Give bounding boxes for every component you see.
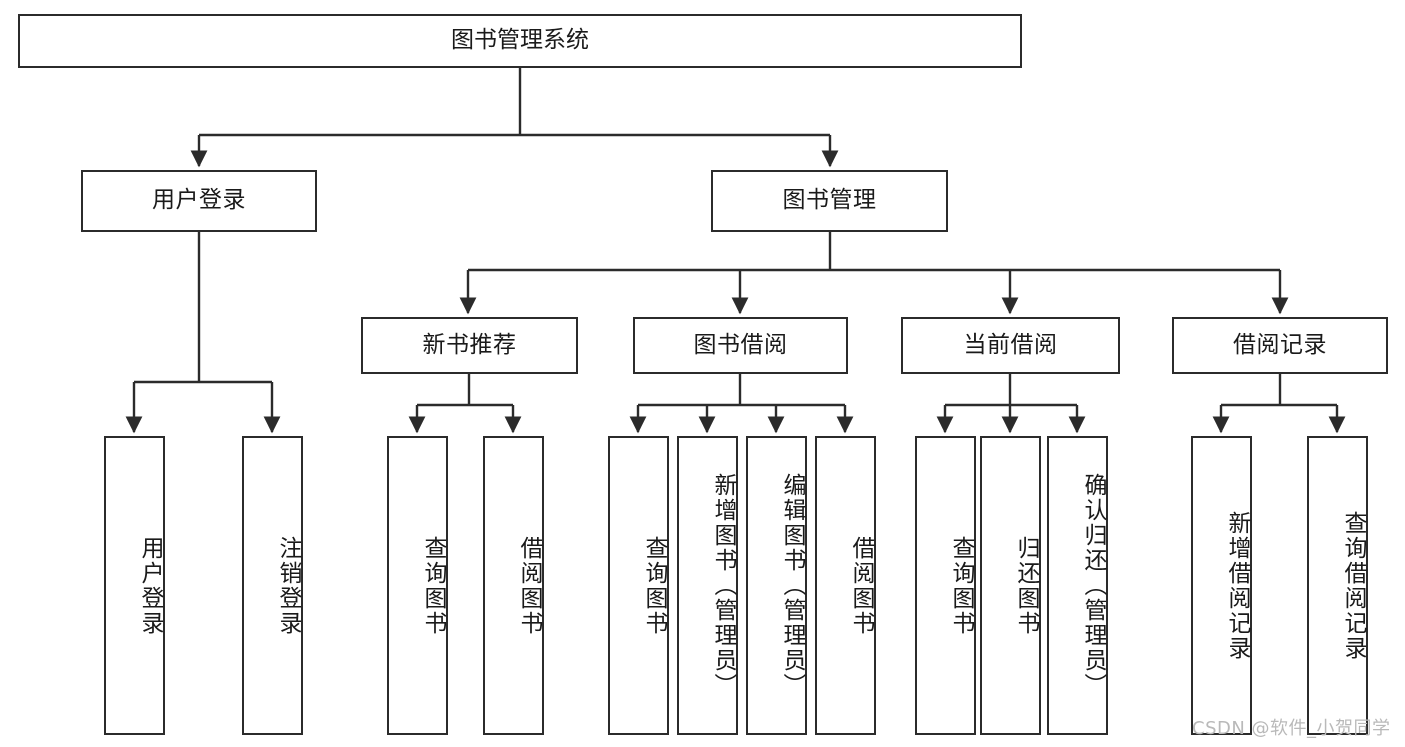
leaf-bb-query-book-label: 查询图书 xyxy=(641,535,667,636)
node-user-login[interactable]: 用户登录 xyxy=(81,170,317,232)
leaf-cb-query-book[interactable]: 查询图书 xyxy=(915,436,976,735)
leaf-cb-confirm-return[interactable]: 确认归还（管理员） xyxy=(1047,436,1108,735)
node-borrow-record-label: 借阅记录 xyxy=(1233,331,1327,358)
node-book-management-label: 图书管理 xyxy=(782,187,877,214)
leaf-bb-add-book-label: 新增图书（管理员） xyxy=(710,473,736,698)
node-user-login-label: 用户登录 xyxy=(152,187,246,214)
leaf-cb-confirm-return-label: 确认归还（管理员） xyxy=(1080,473,1106,698)
leaf-bb-borrow-book-label: 借阅图书 xyxy=(848,535,874,636)
leaf-nb-query-book[interactable]: 查询图书 xyxy=(387,436,448,735)
leaf-bb-edit-book[interactable]: 编辑图书（管理员） xyxy=(746,436,807,735)
node-borrow-record[interactable]: 借阅记录 xyxy=(1172,317,1388,374)
leaf-logout[interactable]: 注销登录 xyxy=(242,436,303,735)
leaf-br-query-record-label: 查询借阅记录 xyxy=(1340,510,1366,661)
node-book-borrow[interactable]: 图书借阅 xyxy=(633,317,848,374)
leaf-user-login[interactable]: 用户登录 xyxy=(104,436,165,735)
leaf-br-add-record[interactable]: 新增借阅记录 xyxy=(1191,436,1252,735)
node-new-book-recommend[interactable]: 新书推荐 xyxy=(361,317,578,374)
node-book-borrow-label: 图书借阅 xyxy=(693,331,788,358)
leaf-br-add-record-label: 新增借阅记录 xyxy=(1224,510,1250,661)
leaf-nb-query-book-label: 查询图书 xyxy=(420,535,446,636)
node-current-borrow-label: 当前借阅 xyxy=(963,331,1058,358)
csdn-watermark: CSDN @软件_小贺同学 xyxy=(1192,718,1391,739)
leaf-bb-add-book[interactable]: 新增图书（管理员） xyxy=(677,436,738,735)
leaf-nb-borrow-book[interactable]: 借阅图书 xyxy=(483,436,544,735)
node-current-borrow[interactable]: 当前借阅 xyxy=(901,317,1120,374)
leaf-bb-edit-book-label: 编辑图书（管理员） xyxy=(779,473,805,698)
node-book-management[interactable]: 图书管理 xyxy=(711,170,948,232)
leaf-nb-borrow-book-label: 借阅图书 xyxy=(516,535,542,636)
leaf-user-login-label: 用户登录 xyxy=(137,535,163,636)
node-new-book-recommend-label: 新书推荐 xyxy=(422,331,517,358)
leaf-cb-return-book-label: 归还图书 xyxy=(1013,535,1039,636)
leaf-cb-return-book[interactable]: 归还图书 xyxy=(980,436,1041,735)
node-root-system[interactable]: 图书管理系统 xyxy=(18,14,1022,68)
leaf-br-query-record[interactable]: 查询借阅记录 xyxy=(1307,436,1368,735)
leaf-logout-label: 注销登录 xyxy=(275,535,301,636)
leaf-cb-query-book-label: 查询图书 xyxy=(948,535,974,636)
node-root-label: 图书管理系统 xyxy=(451,27,589,54)
leaf-bb-borrow-book[interactable]: 借阅图书 xyxy=(815,436,876,735)
leaf-bb-query-book[interactable]: 查询图书 xyxy=(608,436,669,735)
